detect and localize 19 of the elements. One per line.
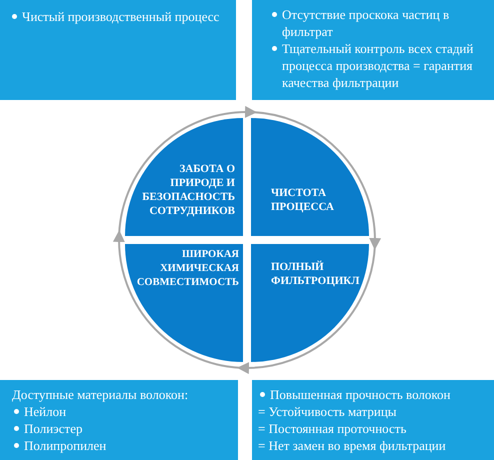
segment-label: ПОЛНЫЙ ФИЛЬТРОЦИКЛ	[271, 260, 360, 288]
info-panel	[0, 0, 236, 100]
list-line: = Постоянная проточность	[258, 420, 408, 437]
info-panel	[0, 380, 238, 460]
list-line: = Нет замен во время фильтрации	[258, 437, 447, 454]
list-heading: Доступные материалы волокон:	[12, 386, 190, 403]
info-panel	[252, 380, 494, 460]
list-item: Повышенная прочность волокон	[258, 386, 490, 403]
segment-label: ЧИСТОТА ПРОЦЕССА	[271, 186, 335, 214]
list-item: Чистый производственный процесс	[10, 8, 226, 25]
list-item: Полипропилен	[12, 437, 228, 454]
segment-label: ЗАБОТА О ПРИРОДЕ И БЕЗОПАСНОСТЬ СОТРУДНИКОВ	[141, 162, 235, 218]
info-panel	[252, 0, 494, 100]
list-item: Отсутствие проскока частиц в фильтрат	[270, 6, 484, 40]
segment-label: ШИРОКАЯ ХИМИЧЕСКАЯ СОВМЕСТИМОСТЬ	[136, 248, 239, 290]
list-item: Полиэстер	[12, 420, 228, 437]
list-line: = Устойчивость матрицы	[258, 403, 398, 420]
list-item: Нейлон	[12, 403, 228, 420]
list-item: Тщательный контроль всех стадий процесса производства = гарантия качества фильтрации	[270, 40, 484, 91]
